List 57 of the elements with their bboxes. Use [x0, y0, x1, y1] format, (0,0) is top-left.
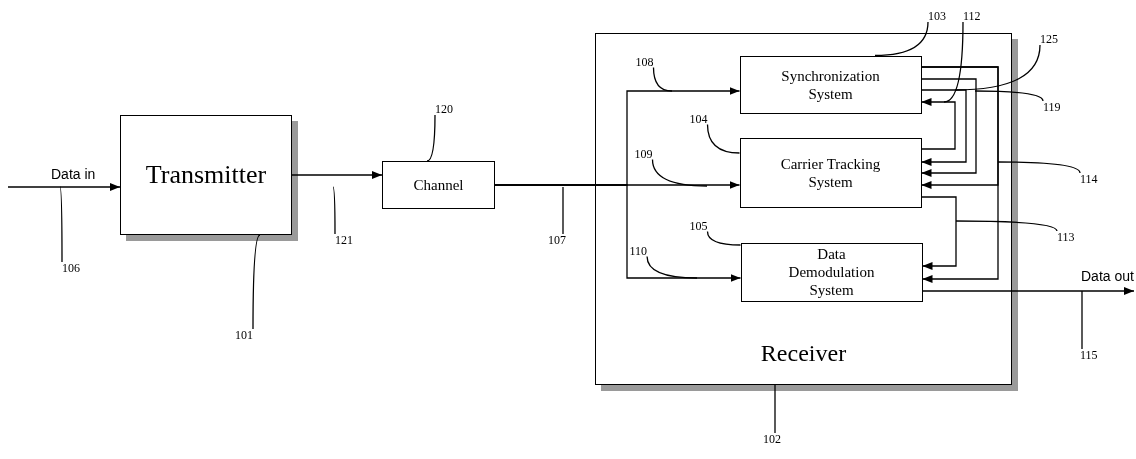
leader-line	[974, 90, 1044, 102]
callout-number: 112	[963, 10, 981, 22]
callout-number: 105	[689, 219, 708, 232]
leader-line	[954, 44, 1041, 91]
callout-number: 125	[1040, 33, 1058, 45]
signal-arrow	[920, 66, 999, 283]
callout-number: 121	[335, 234, 353, 246]
signal-arrow	[920, 78, 977, 177]
leader-line	[997, 161, 1081, 174]
callout-number: 114	[1080, 173, 1098, 185]
leader-line	[774, 384, 776, 434]
signal-arrow	[7, 183, 121, 191]
leader-line	[332, 186, 336, 235]
signal-arrow	[921, 287, 1135, 295]
block-label: Receiver	[759, 339, 848, 368]
leader-line	[646, 255, 698, 279]
signal-arrow	[920, 89, 967, 166]
subsystem-box	[739, 55, 922, 114]
leader-line	[652, 66, 673, 92]
block-label: Carrier Tracking System	[779, 154, 882, 191]
callout-number: 113	[1057, 231, 1075, 243]
callout-number: 119	[1043, 101, 1061, 113]
leader-line	[706, 123, 741, 154]
block-label: Data Demodulation System	[787, 245, 876, 299]
signal-arrow	[920, 196, 957, 270]
signal-arrow	[291, 171, 383, 179]
callout-number: 107	[548, 234, 566, 246]
callout-number: 109	[634, 147, 653, 160]
signal-arrow	[494, 184, 742, 282]
block-label: Channel	[412, 176, 465, 194]
leader-line	[1081, 290, 1083, 350]
callout-number: 101	[235, 329, 253, 341]
subsystem-box	[739, 137, 922, 208]
block-label: Synchronization System	[780, 66, 881, 103]
block-label: Transmitter	[144, 159, 268, 191]
callout-number: 104	[689, 112, 708, 125]
callout-number: 106	[62, 262, 80, 274]
callout-number: 103	[928, 10, 946, 22]
leader-line	[874, 21, 929, 57]
leader-line	[955, 220, 1058, 232]
callout-number: 110	[629, 244, 648, 257]
edge-label: Data in	[50, 166, 97, 182]
leader-line	[562, 186, 564, 235]
callout-number: 115	[1080, 349, 1098, 361]
callout-number: 102	[763, 433, 781, 445]
signal-arrow	[920, 98, 956, 150]
leader-line	[943, 21, 964, 103]
edge-label: Data out	[1080, 268, 1135, 284]
leader-line	[651, 158, 708, 187]
callout-number: 120	[435, 103, 453, 115]
subsystem-box	[740, 242, 923, 302]
leader-line	[706, 230, 742, 246]
leader-line	[59, 186, 63, 263]
block-box	[382, 161, 495, 209]
callout-number: 108	[635, 55, 654, 68]
leader-line	[252, 234, 261, 330]
leader-line	[426, 114, 436, 162]
